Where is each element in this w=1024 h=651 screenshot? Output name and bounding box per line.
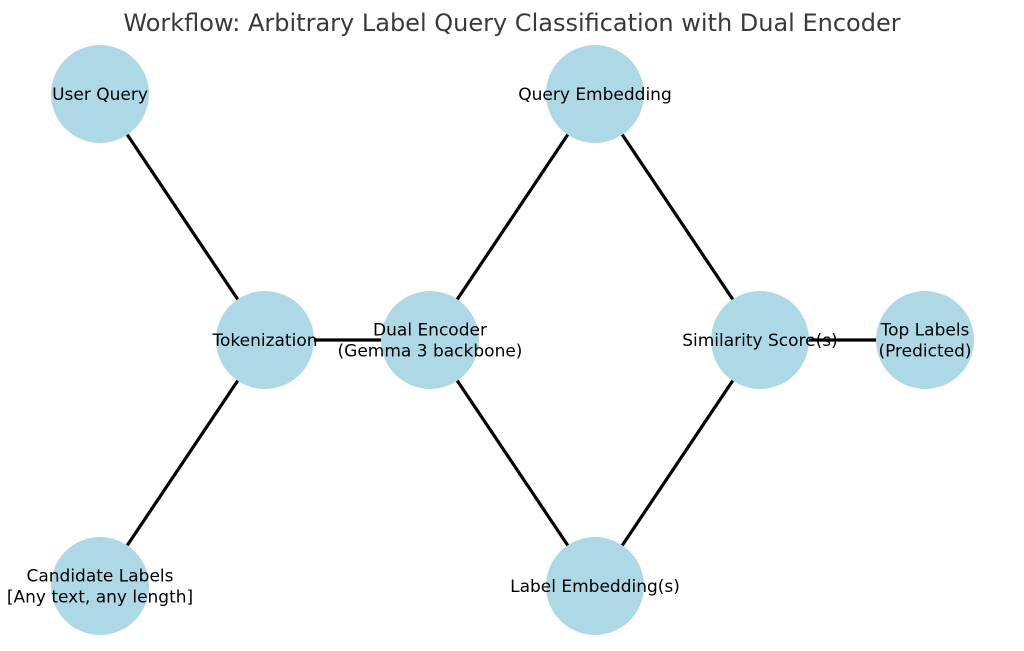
node-query-embedding: Query Embedding [518, 45, 672, 143]
node-label-embedding: Label Embedding(s) [510, 537, 680, 635]
edge-user-query-to-tokenization [98, 92, 267, 342]
node-tokenization: Tokenization [212, 291, 318, 389]
node-label: Query Embedding [518, 85, 672, 105]
node-label: Top Labels [880, 321, 970, 341]
node-top-labels: Top Labels(Predicted) [876, 291, 974, 389]
node-label: (Gemma 3 backbone) [338, 342, 523, 362]
node-label: Candidate Labels [26, 567, 173, 587]
node-label: Dual Encoder [373, 321, 487, 341]
node-circle [51, 537, 149, 635]
node-circle [51, 45, 149, 143]
edge-candidate-labels-to-tokenization [98, 338, 267, 588]
diagram-title: Workflow: Arbitrary Label Query Classifi… [123, 9, 900, 37]
node-circle [381, 291, 479, 389]
node-similarity-score: Similarity Score(s) [682, 291, 838, 389]
node-circle [546, 537, 644, 635]
node-circle [711, 291, 809, 389]
node-label: Similarity Score(s) [682, 331, 838, 351]
node-circle [876, 291, 974, 389]
node-label: [Any text, any length] [7, 588, 193, 608]
node-dual-encoder: Dual Encoder(Gemma 3 backbone) [338, 291, 523, 389]
node-circle [216, 291, 314, 389]
node-circle [546, 45, 644, 143]
edge-label-embedding-to-similarity-score [593, 338, 762, 588]
node-label: User Query [52, 85, 148, 105]
node-label: Label Embedding(s) [510, 577, 680, 597]
node-label: (Predicted) [878, 342, 971, 362]
edge-dual-encoder-to-label-embedding [428, 338, 597, 588]
edge-dual-encoder-to-query-embedding [428, 92, 597, 342]
node-user-query: User Query [51, 45, 149, 143]
node-label: Tokenization [212, 331, 318, 351]
edge-query-embedding-to-similarity-score [593, 92, 762, 342]
node-candidate-labels: Candidate Labels[Any text, any length] [7, 537, 193, 635]
